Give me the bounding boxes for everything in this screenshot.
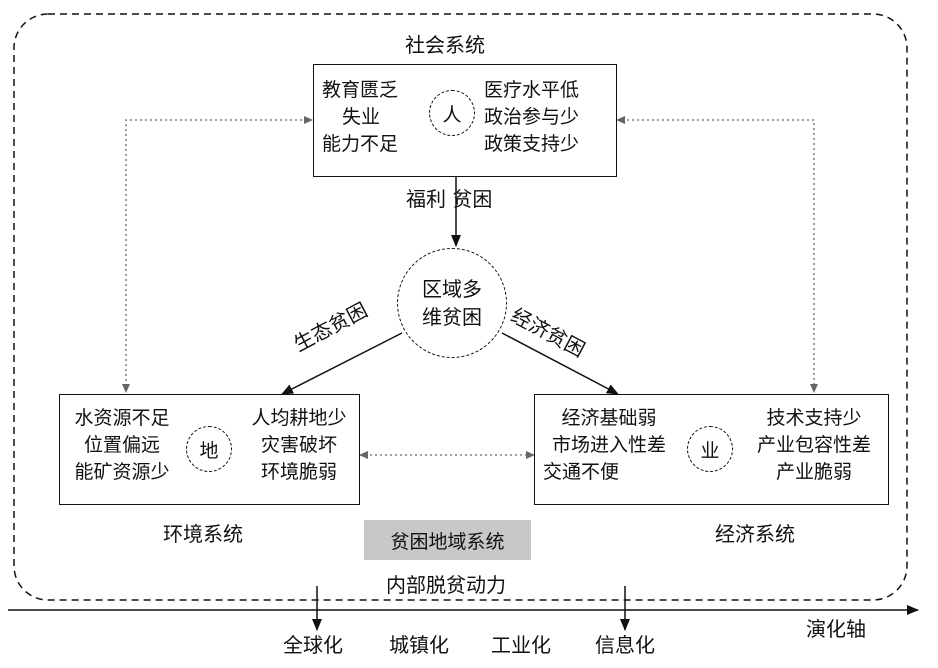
industry-factor: 产业包容性差 [756, 434, 871, 456]
evolution-axis-label: 演化轴 [806, 617, 866, 641]
people-factor: 失业 [342, 106, 381, 128]
land-circle: 地 [186, 426, 232, 472]
poor-region-system-label: 贫困地域系统 [364, 520, 531, 560]
land-factor: 位置偏远 [83, 434, 160, 456]
people-circle: 人 [429, 90, 475, 136]
welfare-poverty-label: 福利 贫困 [406, 188, 492, 210]
hub-line-2: 维贫困 [422, 305, 482, 329]
poverty-word: 贫困 [452, 187, 493, 211]
land-left-factors: 水资源不足 位置偏远 能矿资源少 [64, 405, 180, 486]
loop-people-land [122, 116, 313, 393]
people-factor: 医疗水平低 [484, 79, 580, 101]
industry-factor: 技术支持少 [766, 407, 862, 429]
people-left-factors: 教育匮乏 失业 能力不足 [322, 77, 398, 158]
people-right-factors: 医疗水平低 政治参与少 政策支持少 [484, 77, 579, 158]
people-factor: 政治参与少 [484, 106, 580, 128]
driver-industrialization: 工业化 [491, 633, 551, 657]
driver-globalization: 全球化 [283, 633, 343, 657]
industry-circle: 业 [687, 426, 733, 472]
land-factor: 灾害破坏 [260, 434, 337, 456]
arrow-hub-to-industry [501, 332, 619, 395]
internal-force-label: 内部脱贫动力 [386, 573, 506, 597]
economic-system-label: 经济系统 [715, 522, 795, 546]
loop-people-industry [616, 116, 818, 393]
hub-line-1: 区域多 [422, 277, 482, 301]
driver-informatization: 信息化 [595, 633, 655, 657]
industry-factor: 经济基础弱 [561, 407, 657, 429]
land-right-factors: 人均耕地少 灾害破坏 环境脆弱 [240, 405, 358, 486]
industry-factor: 产业脆弱 [775, 461, 852, 483]
industry-right-factors: 技术支持少 产业包容性差 产业脆弱 [743, 405, 885, 486]
people-factor: 政策支持少 [484, 133, 580, 155]
environment-system-label: 环境系统 [163, 522, 243, 546]
social-system-label: 社会系统 [405, 33, 485, 57]
regional-multidimensional-poverty-hub: 区域多 维贫困 [397, 248, 507, 358]
land-box: 水资源不足 位置偏远 能矿资源少 地 人均耕地少 灾害破坏 环境脆弱 [59, 394, 360, 505]
land-factor: 人均耕地少 [251, 407, 347, 429]
people-box: 教育匮乏 失业 能力不足 人 医疗水平低 政治参与少 政策支持少 [313, 64, 617, 177]
people-factor: 能力不足 [322, 133, 399, 155]
industry-factor: 市场进入性差 [551, 434, 666, 456]
social-system-frame [13, 13, 908, 601]
welfare-word: 福利 [406, 187, 446, 211]
industry-left-factors: 经济基础弱 市场进入性差 交通不便 [539, 405, 679, 486]
people-factor: 教育匮乏 [322, 79, 399, 101]
land-factor: 环境脆弱 [260, 461, 337, 483]
driver-urbanization: 城镇化 [389, 633, 449, 657]
industry-box: 经济基础弱 市场进入性差 交通不便 业 技术支持少 产业包容性差 产业脆弱 [534, 394, 889, 505]
land-factor: 能矿资源少 [74, 461, 170, 483]
land-factor: 水资源不足 [74, 407, 170, 429]
industry-factor: 交通不便 [543, 461, 620, 483]
